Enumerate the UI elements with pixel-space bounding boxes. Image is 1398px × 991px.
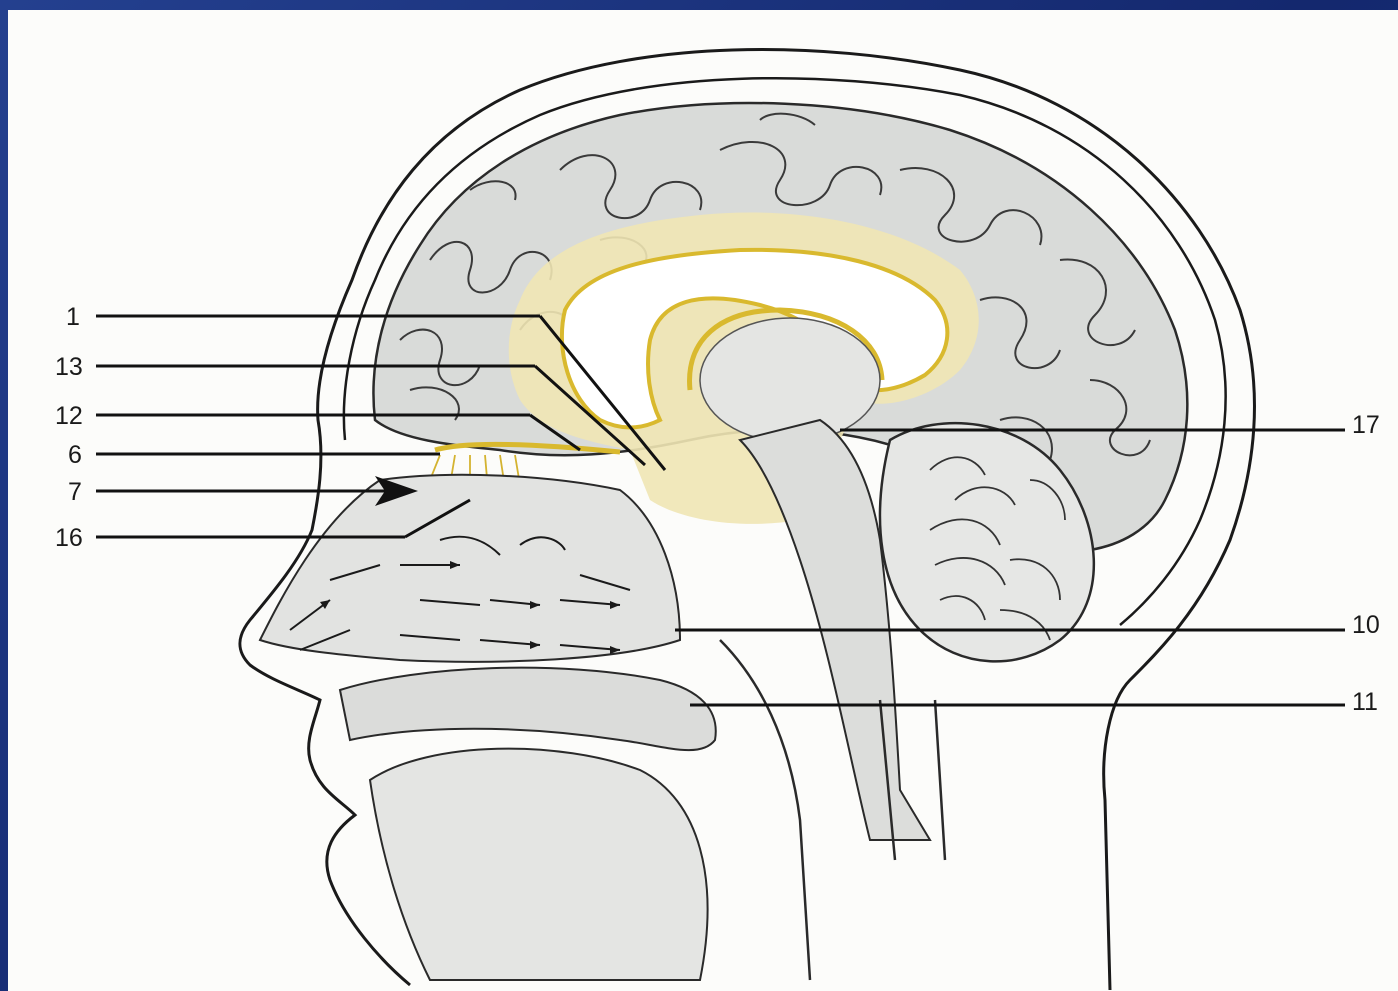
- label-6: 6: [68, 441, 82, 469]
- label-1: 1: [66, 303, 80, 331]
- label-7: 7: [68, 478, 82, 506]
- palate: [340, 668, 716, 750]
- label-12: 12: [55, 402, 83, 430]
- tongue: [370, 749, 708, 980]
- thalamus: [700, 318, 880, 442]
- nasal-cavity: [260, 475, 680, 662]
- label-16: 16: [55, 524, 83, 552]
- label-10: 10: [1352, 611, 1380, 639]
- pharynx-wall: [720, 640, 810, 980]
- label-17: 17: [1352, 411, 1380, 439]
- label-13: 13: [55, 353, 83, 381]
- label-11: 11: [1352, 688, 1378, 716]
